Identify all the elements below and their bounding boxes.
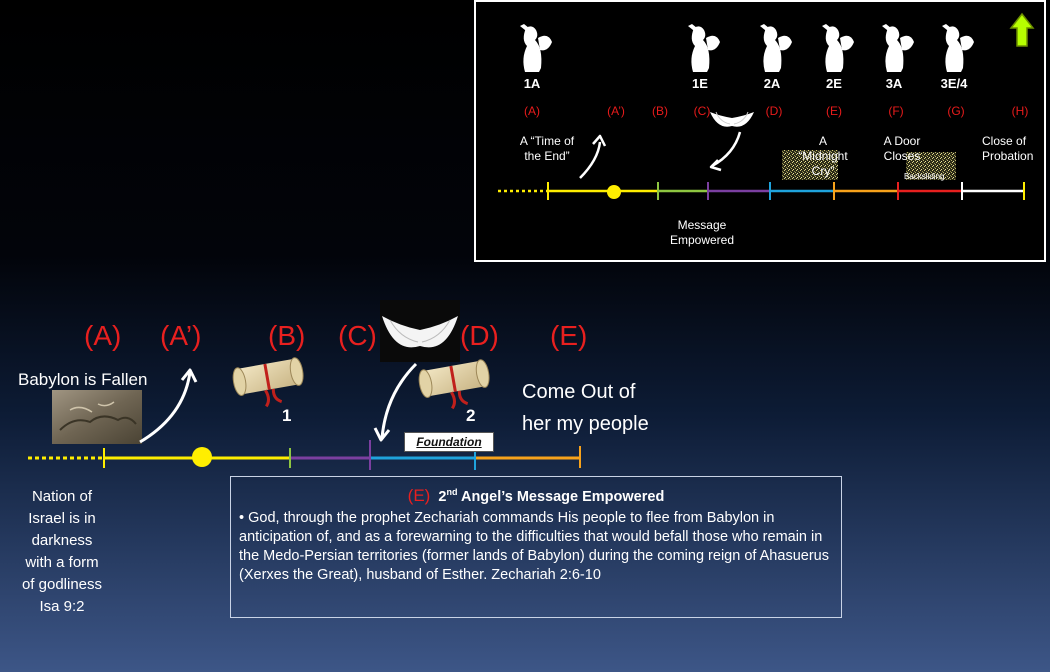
scroll-icon (231, 357, 307, 412)
stage-letter-e: (E) (550, 320, 587, 352)
stage-letter-a-prime: (A’) (160, 320, 201, 352)
text-line: with a form (6, 552, 118, 574)
relief-image (52, 390, 142, 444)
israel-note: Nation of Israel is in darkness with a f… (6, 486, 118, 618)
stage-letter-c: (C) (338, 320, 377, 352)
message-body: • God, through the prophet Zechariah com… (239, 509, 833, 585)
babylon-fallen-label: Babylon is Fallen (18, 370, 147, 390)
text-line: darkness (6, 530, 118, 552)
scroll-number: 1 (282, 406, 291, 426)
text-line: Israel is in (6, 508, 118, 530)
title-ordinal-suffix: nd (446, 487, 457, 497)
come-out-label: Come Out of her my people (522, 376, 649, 440)
text-line: Nation of (6, 486, 118, 508)
message-box: (E) 2nd Angel’s Message Empowered • God,… (230, 476, 842, 618)
message-title: (E) 2nd Angel’s Message Empowered (239, 483, 833, 507)
stage-letter-d: (D) (460, 320, 499, 352)
text-line: her my people (522, 408, 649, 440)
text-line: of godliness (6, 574, 118, 596)
stage-letter-b: (B) (268, 320, 305, 352)
wings-icon (380, 300, 460, 362)
foundation-label: Foundation (404, 432, 494, 452)
scroll-number: 2 (466, 406, 475, 426)
stage-letter-a: (A) (84, 320, 121, 352)
text-line: Isa 9:2 (6, 596, 118, 618)
main-timeline (28, 440, 580, 470)
text-line: Come Out of (522, 376, 649, 408)
title-text: Angel’s Message Empowered (457, 489, 664, 505)
message-letter: (E) (408, 486, 431, 505)
scroll-icon (417, 359, 493, 414)
